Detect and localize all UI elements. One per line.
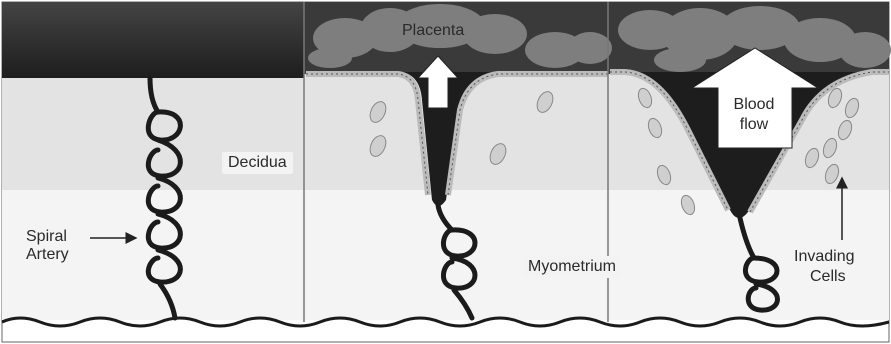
spiral-artery-label-1: Spiral <box>26 228 67 246</box>
myometrium-band <box>2 190 889 320</box>
placenta-label: Placenta <box>402 22 464 40</box>
blood-flow-label-1: Blood <box>724 96 784 114</box>
panel1-top-band <box>2 2 304 78</box>
spiral-artery-label-2: Artery <box>26 246 69 264</box>
blood-flow-label-2: flow <box>724 116 784 134</box>
decidua-label: Decidua <box>222 152 293 174</box>
myometrium-label: Myometrium <box>522 256 622 278</box>
invading-cells-label-2: Cells <box>810 268 846 286</box>
invading-cells-label-1: Invading <box>794 248 855 266</box>
